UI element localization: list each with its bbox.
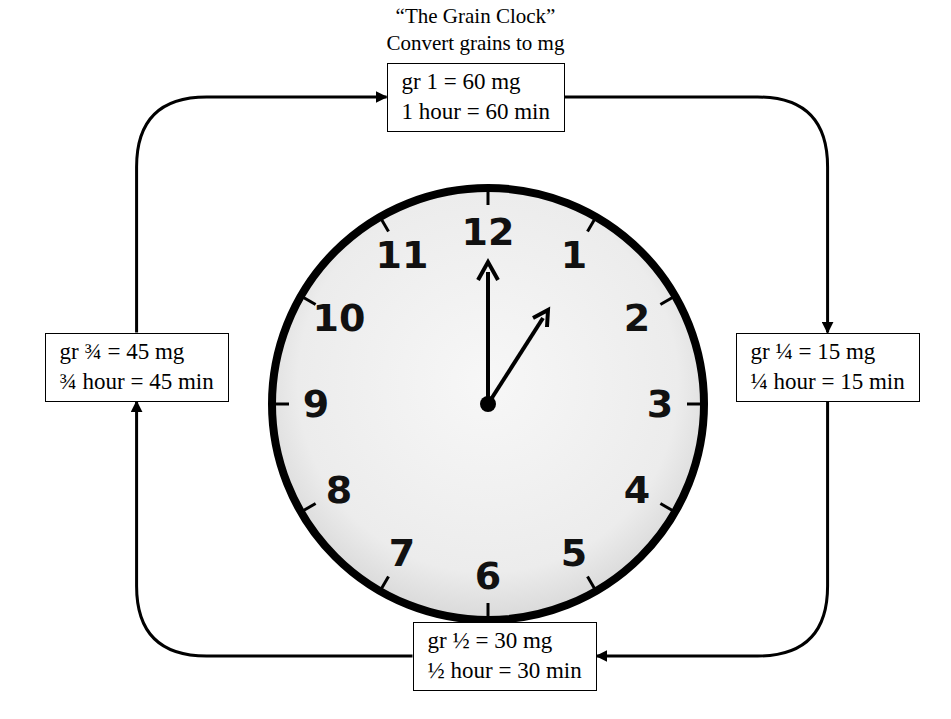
- conversion-box: gr ½ = 30 mg½ hour = 30 min: [413, 622, 597, 691]
- clock-number: 12: [462, 210, 515, 254]
- clock-number: 4: [624, 468, 650, 512]
- time-conversion: 1 hour = 60 min: [402, 97, 550, 127]
- conversion-box: gr ¼ = 15 mg¼ hour = 15 min: [736, 333, 920, 402]
- time-conversion: ½ hour = 30 min: [428, 656, 582, 686]
- clock-number: 1: [561, 233, 587, 277]
- clock-ticks: [275, 191, 701, 617]
- clock-number: 7: [389, 531, 415, 575]
- clock-center: [480, 396, 496, 412]
- clock-face: [272, 188, 704, 620]
- hour-hand: [488, 318, 543, 404]
- hour-hand-head: [533, 310, 548, 327]
- grain-conversion: gr 1 = 60 mg: [402, 67, 550, 97]
- clock-number: 9: [303, 382, 329, 426]
- clock-number: 10: [313, 296, 366, 340]
- clock-number: 5: [561, 531, 587, 575]
- subtitle-text: Convert grains to mg: [0, 31, 951, 56]
- clock-number: 11: [376, 233, 429, 277]
- clock-number: 6: [475, 554, 501, 598]
- conversion-box: gr 1 = 60 mg1 hour = 60 min: [387, 63, 565, 132]
- time-conversion: ¼ hour = 15 min: [751, 367, 905, 397]
- diagram-title: “The Grain Clock”: [0, 4, 951, 29]
- minute-hand: [486, 272, 490, 404]
- grain-conversion: gr ½ = 30 mg: [428, 626, 582, 656]
- clock-number: 2: [624, 296, 650, 340]
- grain-conversion: gr ¾ = 45 mg: [60, 337, 214, 367]
- cycle-arrow: [137, 402, 413, 657]
- conversion-box: gr ¾ = 45 mg¾ hour = 45 min: [45, 333, 229, 402]
- clock-number: 8: [326, 468, 352, 512]
- cycle-arrow: [597, 402, 828, 657]
- time-conversion: ¾ hour = 45 min: [60, 367, 214, 397]
- minute-hand-head: [478, 262, 498, 280]
- grain-conversion: gr ¼ = 15 mg: [751, 337, 905, 367]
- cycle-arrow: [565, 97, 828, 333]
- clock-number: 3: [647, 382, 673, 426]
